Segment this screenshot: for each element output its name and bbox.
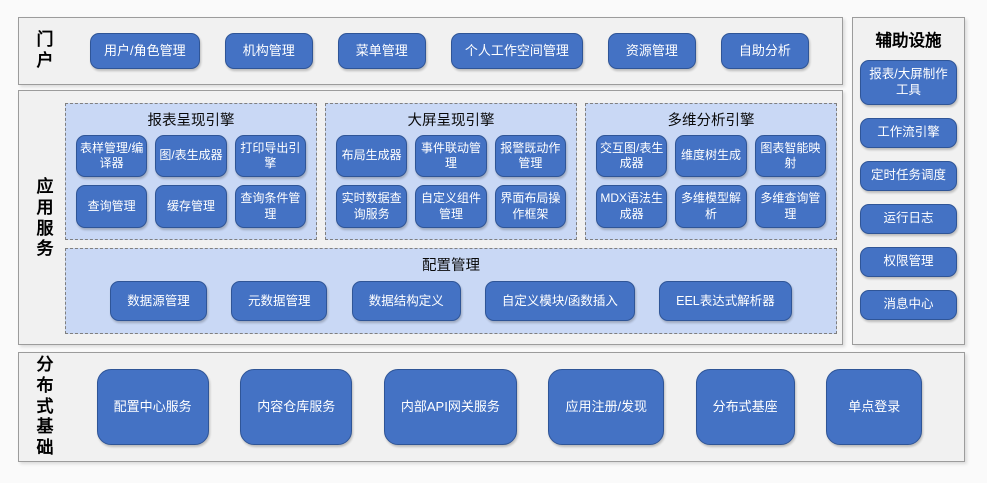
event-linkage-mgmt-button[interactable]: 事件联动管理 — [415, 135, 487, 178]
report-bigscreen-tool-button[interactable]: 报表/大屏制作工具 — [860, 60, 957, 105]
olap-engine-title: 多维分析引擎 — [667, 113, 755, 129]
distributed-panel: 分布式基础 配置中心服务 内容仓库服务 内部API网关服务 应用注册/发现 分布… — [18, 352, 965, 462]
print-export-engine-button[interactable]: 打印导出引擎 — [234, 135, 306, 178]
permission-mgmt-button[interactable]: 权限管理 — [860, 246, 957, 277]
org-mgmt-button[interactable]: 机构管理 — [224, 32, 313, 70]
distributed-label: 分布式基础 — [36, 355, 54, 458]
metadata-mgmt-button[interactable]: 元数据管理 — [230, 280, 328, 322]
app-services-content: 报表呈现引擎 表样管理/编译器 图/表生成器 打印导出引擎 查询管理 缓存管理 … — [65, 103, 837, 334]
self-service-analysis-button[interactable]: 自助分析 — [720, 32, 809, 70]
bigscreen-engine-title: 大屏呈现引擎 — [407, 113, 495, 129]
config-center-service-button[interactable]: 配置中心服务 — [96, 369, 209, 445]
auxiliary-button-column: 报表/大屏制作工具 工作流引擎 定时任务调度 运行日志 权限管理 消息中心 — [853, 54, 964, 344]
layout-generator-button[interactable]: 布局生成器 — [336, 135, 408, 178]
query-condition-mgmt-button[interactable]: 查询条件管理 — [234, 185, 306, 228]
custom-module-function-button[interactable]: 自定义模块/函数插入 — [484, 280, 635, 322]
query-mgmt-button[interactable]: 查询管理 — [76, 185, 148, 228]
ui-layout-framework-button[interactable]: 界面布局操作框架 — [494, 185, 566, 228]
run-log-button[interactable]: 运行日志 — [860, 203, 957, 234]
distributed-button-row: 配置中心服务 内容仓库服务 内部API网关服务 应用注册/发现 分布式基座 单点… — [65, 369, 954, 445]
data-structure-def-button[interactable]: 数据结构定义 — [351, 280, 461, 322]
datasource-mgmt-button[interactable]: 数据源管理 — [110, 280, 207, 322]
report-engine-box: 报表呈现引擎 表样管理/编译器 图/表生成器 打印导出引擎 查询管理 缓存管理 … — [65, 103, 317, 240]
chart-table-generator-button[interactable]: 图/表生成器 — [155, 135, 227, 178]
app-register-discovery-button[interactable]: 应用注册/发现 — [548, 369, 665, 445]
report-engine-title: 报表呈现引擎 — [147, 113, 235, 129]
bigscreen-engine-box: 大屏呈现引擎 布局生成器 事件联动管理 报警既动作管理 实时数据查询服务 自定义… — [325, 103, 577, 240]
app-services-panel: 应用服务 报表呈现引擎 表样管理/编译器 图/表生成器 打印导出引擎 查询管理 … — [18, 90, 843, 345]
internal-api-gateway-button[interactable]: 内部API网关服务 — [383, 369, 517, 445]
olap-engine-box: 多维分析引擎 交互图/表生成器 维度树生成 图表智能映射 MDX语法生成器 多维… — [585, 103, 837, 240]
multidim-query-mgmt-button[interactable]: 多维查询管理 — [754, 185, 826, 228]
report-style-compiler-button[interactable]: 表样管理/编译器 — [76, 135, 148, 178]
olap-engine-grid: 交互图/表生成器 维度树生成 图表智能映射 MDX语法生成器 多维模型解析 多维… — [586, 133, 836, 239]
interactive-chart-generator-button[interactable]: 交互图/表生成器 — [596, 135, 668, 178]
chart-smart-mapping-button[interactable]: 图表智能映射 — [754, 135, 826, 178]
config-mgmt-row: 数据源管理 元数据管理 数据结构定义 自定义模块/函数插入 EEL表达式解析器 — [66, 278, 836, 333]
bigscreen-engine-grid: 布局生成器 事件联动管理 报警既动作管理 实时数据查询服务 自定义组件管理 界面… — [326, 133, 576, 239]
report-engine-grid: 表样管理/编译器 图/表生成器 打印导出引擎 查询管理 缓存管理 查询条件管理 — [66, 133, 316, 239]
app-services-label: 应用服务 — [36, 177, 54, 259]
message-center-button[interactable]: 消息中心 — [860, 289, 957, 320]
auxiliary-panel: 辅助设施 报表/大屏制作工具 工作流引擎 定时任务调度 运行日志 权限管理 消息… — [852, 17, 965, 345]
personal-workspace-mgmt-button[interactable]: 个人工作空间管理 — [450, 32, 583, 70]
auxiliary-title: 辅助设施 — [875, 32, 942, 50]
user-role-mgmt-button[interactable]: 用户/角色管理 — [90, 32, 200, 70]
config-mgmt-box: 配置管理 数据源管理 元数据管理 数据结构定义 自定义模块/函数插入 EEL表达… — [65, 247, 837, 334]
portal-panel: 门户 用户/角色管理 机构管理 菜单管理 个人工作空间管理 资源管理 自助分析 — [18, 17, 843, 85]
mdx-syntax-generator-button[interactable]: MDX语法生成器 — [596, 185, 668, 228]
cache-mgmt-button[interactable]: 缓存管理 — [155, 185, 227, 228]
scheduled-task-button[interactable]: 定时任务调度 — [860, 160, 957, 191]
content-repo-service-button[interactable]: 内容仓库服务 — [240, 369, 353, 445]
alarm-action-mgmt-button[interactable]: 报警既动作管理 — [494, 135, 566, 178]
distributed-base-button[interactable]: 分布式基座 — [695, 369, 795, 445]
workflow-engine-button[interactable]: 工作流引擎 — [860, 117, 957, 148]
eel-expression-parser-button[interactable]: EEL表达式解析器 — [659, 280, 792, 322]
resource-mgmt-button[interactable]: 资源管理 — [607, 32, 696, 70]
portal-label: 门户 — [36, 30, 54, 70]
dimension-tree-button[interactable]: 维度树生成 — [675, 135, 747, 178]
portal-button-row: 用户/角色管理 机构管理 菜单管理 个人工作空间管理 资源管理 自助分析 — [65, 32, 834, 70]
engines-row: 报表呈现引擎 表样管理/编译器 图/表生成器 打印导出引擎 查询管理 缓存管理 … — [65, 103, 837, 240]
multidim-model-parse-button[interactable]: 多维模型解析 — [675, 185, 747, 228]
menu-mgmt-button[interactable]: 菜单管理 — [337, 32, 426, 70]
config-mgmt-title: 配置管理 — [422, 257, 480, 274]
single-sign-on-button[interactable]: 单点登录 — [826, 369, 923, 445]
realtime-data-query-button[interactable]: 实时数据查询服务 — [336, 185, 408, 228]
custom-component-mgmt-button[interactable]: 自定义组件管理 — [415, 185, 487, 228]
